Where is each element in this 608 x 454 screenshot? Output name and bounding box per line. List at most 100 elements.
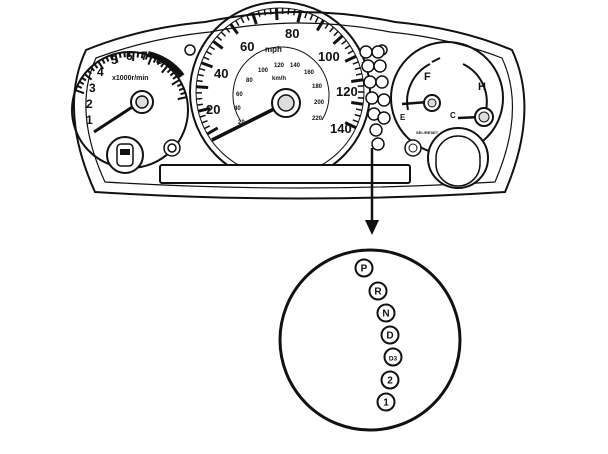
- tach-tick: [171, 79, 181, 86]
- gear-lamp-d3: D3: [383, 347, 403, 367]
- mph-number-120: 120: [336, 84, 358, 99]
- speed-tick: [199, 67, 206, 71]
- fuel-needle: [401, 94, 441, 112]
- speed-tick: [352, 119, 359, 123]
- tach-tick: [177, 96, 187, 101]
- speed-tick: [332, 34, 344, 45]
- gear-lamp-2: 2: [380, 370, 400, 390]
- tach-tick: [169, 71, 175, 77]
- gear-lamp-ring: [380, 325, 400, 345]
- speed-tick: [347, 50, 354, 55]
- gear-lamp-ring: [368, 281, 388, 301]
- speedometer-ticks: [195, 8, 364, 136]
- speed-tick: [269, 8, 272, 15]
- tach-tick: [76, 84, 83, 89]
- tach-tick: [114, 53, 119, 63]
- gear-lamp-p: P: [354, 258, 374, 278]
- warning-lamp: [373, 59, 387, 73]
- tach-number-4: 4: [97, 65, 104, 79]
- tachometer-ticks: [75, 51, 187, 101]
- mph-number-20: 20: [206, 102, 220, 117]
- speed-tick: [316, 19, 325, 32]
- warning-lamp: [371, 137, 385, 151]
- kmh-number-160: 160: [304, 70, 315, 76]
- tach-tick: [93, 63, 99, 69]
- tach-number-3: 3: [89, 81, 96, 95]
- tach-tick: [78, 80, 85, 86]
- speed-tick: [263, 9, 267, 16]
- speed-tick: [341, 39, 347, 45]
- warning-lamp: [359, 45, 373, 59]
- tach-tick: [172, 75, 178, 80]
- speed-tick: [354, 67, 361, 71]
- tach-tick: [178, 87, 185, 92]
- door-indicator: [106, 136, 144, 174]
- tach-number-1: 1: [86, 113, 93, 127]
- warning-lamp: [371, 45, 385, 59]
- tach-tick: [176, 83, 183, 88]
- gear-lamp-r: R: [368, 281, 388, 301]
- kmh-number-20: 20: [238, 120, 245, 126]
- speed-tick: [344, 54, 357, 63]
- gear-lamp-d: D: [380, 325, 400, 345]
- speed-tick: [351, 78, 364, 83]
- speed-tick: [196, 97, 203, 100]
- kmh-number-140: 140: [290, 63, 301, 69]
- fuel-full-label: F: [424, 71, 431, 83]
- speed-tick: [257, 10, 261, 17]
- speed-tick: [229, 23, 239, 35]
- speed-tick: [196, 85, 209, 89]
- speed-tick: [199, 114, 206, 118]
- mph-unit-label: mph: [265, 45, 282, 54]
- speed-tick: [220, 31, 226, 37]
- speed-tick: [355, 108, 363, 112]
- tach-tick: [109, 54, 114, 61]
- tach-number-2: 2: [86, 97, 93, 111]
- warning-lamp: [363, 75, 377, 89]
- tach-number-7: 7: [141, 49, 148, 63]
- speed-tick: [216, 35, 222, 41]
- warning-lamp: [369, 123, 383, 137]
- speed-tick: [196, 103, 204, 106]
- tach-tick: [90, 66, 96, 72]
- tach-tick: [166, 68, 172, 74]
- speed-tick: [197, 106, 211, 113]
- gear-lamp-n: N: [376, 303, 396, 323]
- tach-tick: [86, 69, 92, 75]
- kmh-number-180: 180: [312, 84, 323, 90]
- speed-tick: [296, 10, 303, 23]
- gear-lamp-ring: [376, 392, 396, 412]
- odometer-display: [427, 127, 489, 189]
- speed-tick: [333, 30, 339, 37]
- gear-label-1: 1: [383, 398, 389, 409]
- speed-tick: [225, 27, 231, 33]
- gear-label-r: R: [374, 287, 382, 298]
- tach-tick: [81, 76, 87, 82]
- speed-tick: [250, 12, 258, 25]
- tach-needle: [93, 90, 154, 134]
- speed-tick: [209, 45, 215, 51]
- mph-number-40: 40: [214, 66, 228, 81]
- kmh-unit-label: km/h: [272, 76, 286, 82]
- warning-lamp: [361, 59, 375, 73]
- speed-tick: [245, 14, 250, 21]
- warning-lamp: [377, 111, 391, 125]
- tach-tick: [101, 58, 106, 64]
- tachometer: 1 2 3 4 5 6 7 8 x1000r/min: [71, 49, 189, 169]
- speed-tick: [344, 121, 357, 130]
- kmh-number-120: 120: [274, 63, 285, 69]
- speed-tick: [293, 9, 296, 16]
- gear-label-d3: D3: [389, 356, 398, 363]
- odometer-reset-label: SEL/RESET: [416, 130, 439, 135]
- tach-tick: [140, 53, 144, 59]
- tach-tick: [180, 91, 186, 96]
- speed-tick: [314, 16, 319, 23]
- tach-number-8: 8: [156, 53, 163, 67]
- tach-tick: [105, 56, 110, 62]
- gear-lamp-ring: [354, 258, 374, 278]
- warning-light-column: [359, 45, 391, 151]
- speed-tick: [287, 8, 290, 15]
